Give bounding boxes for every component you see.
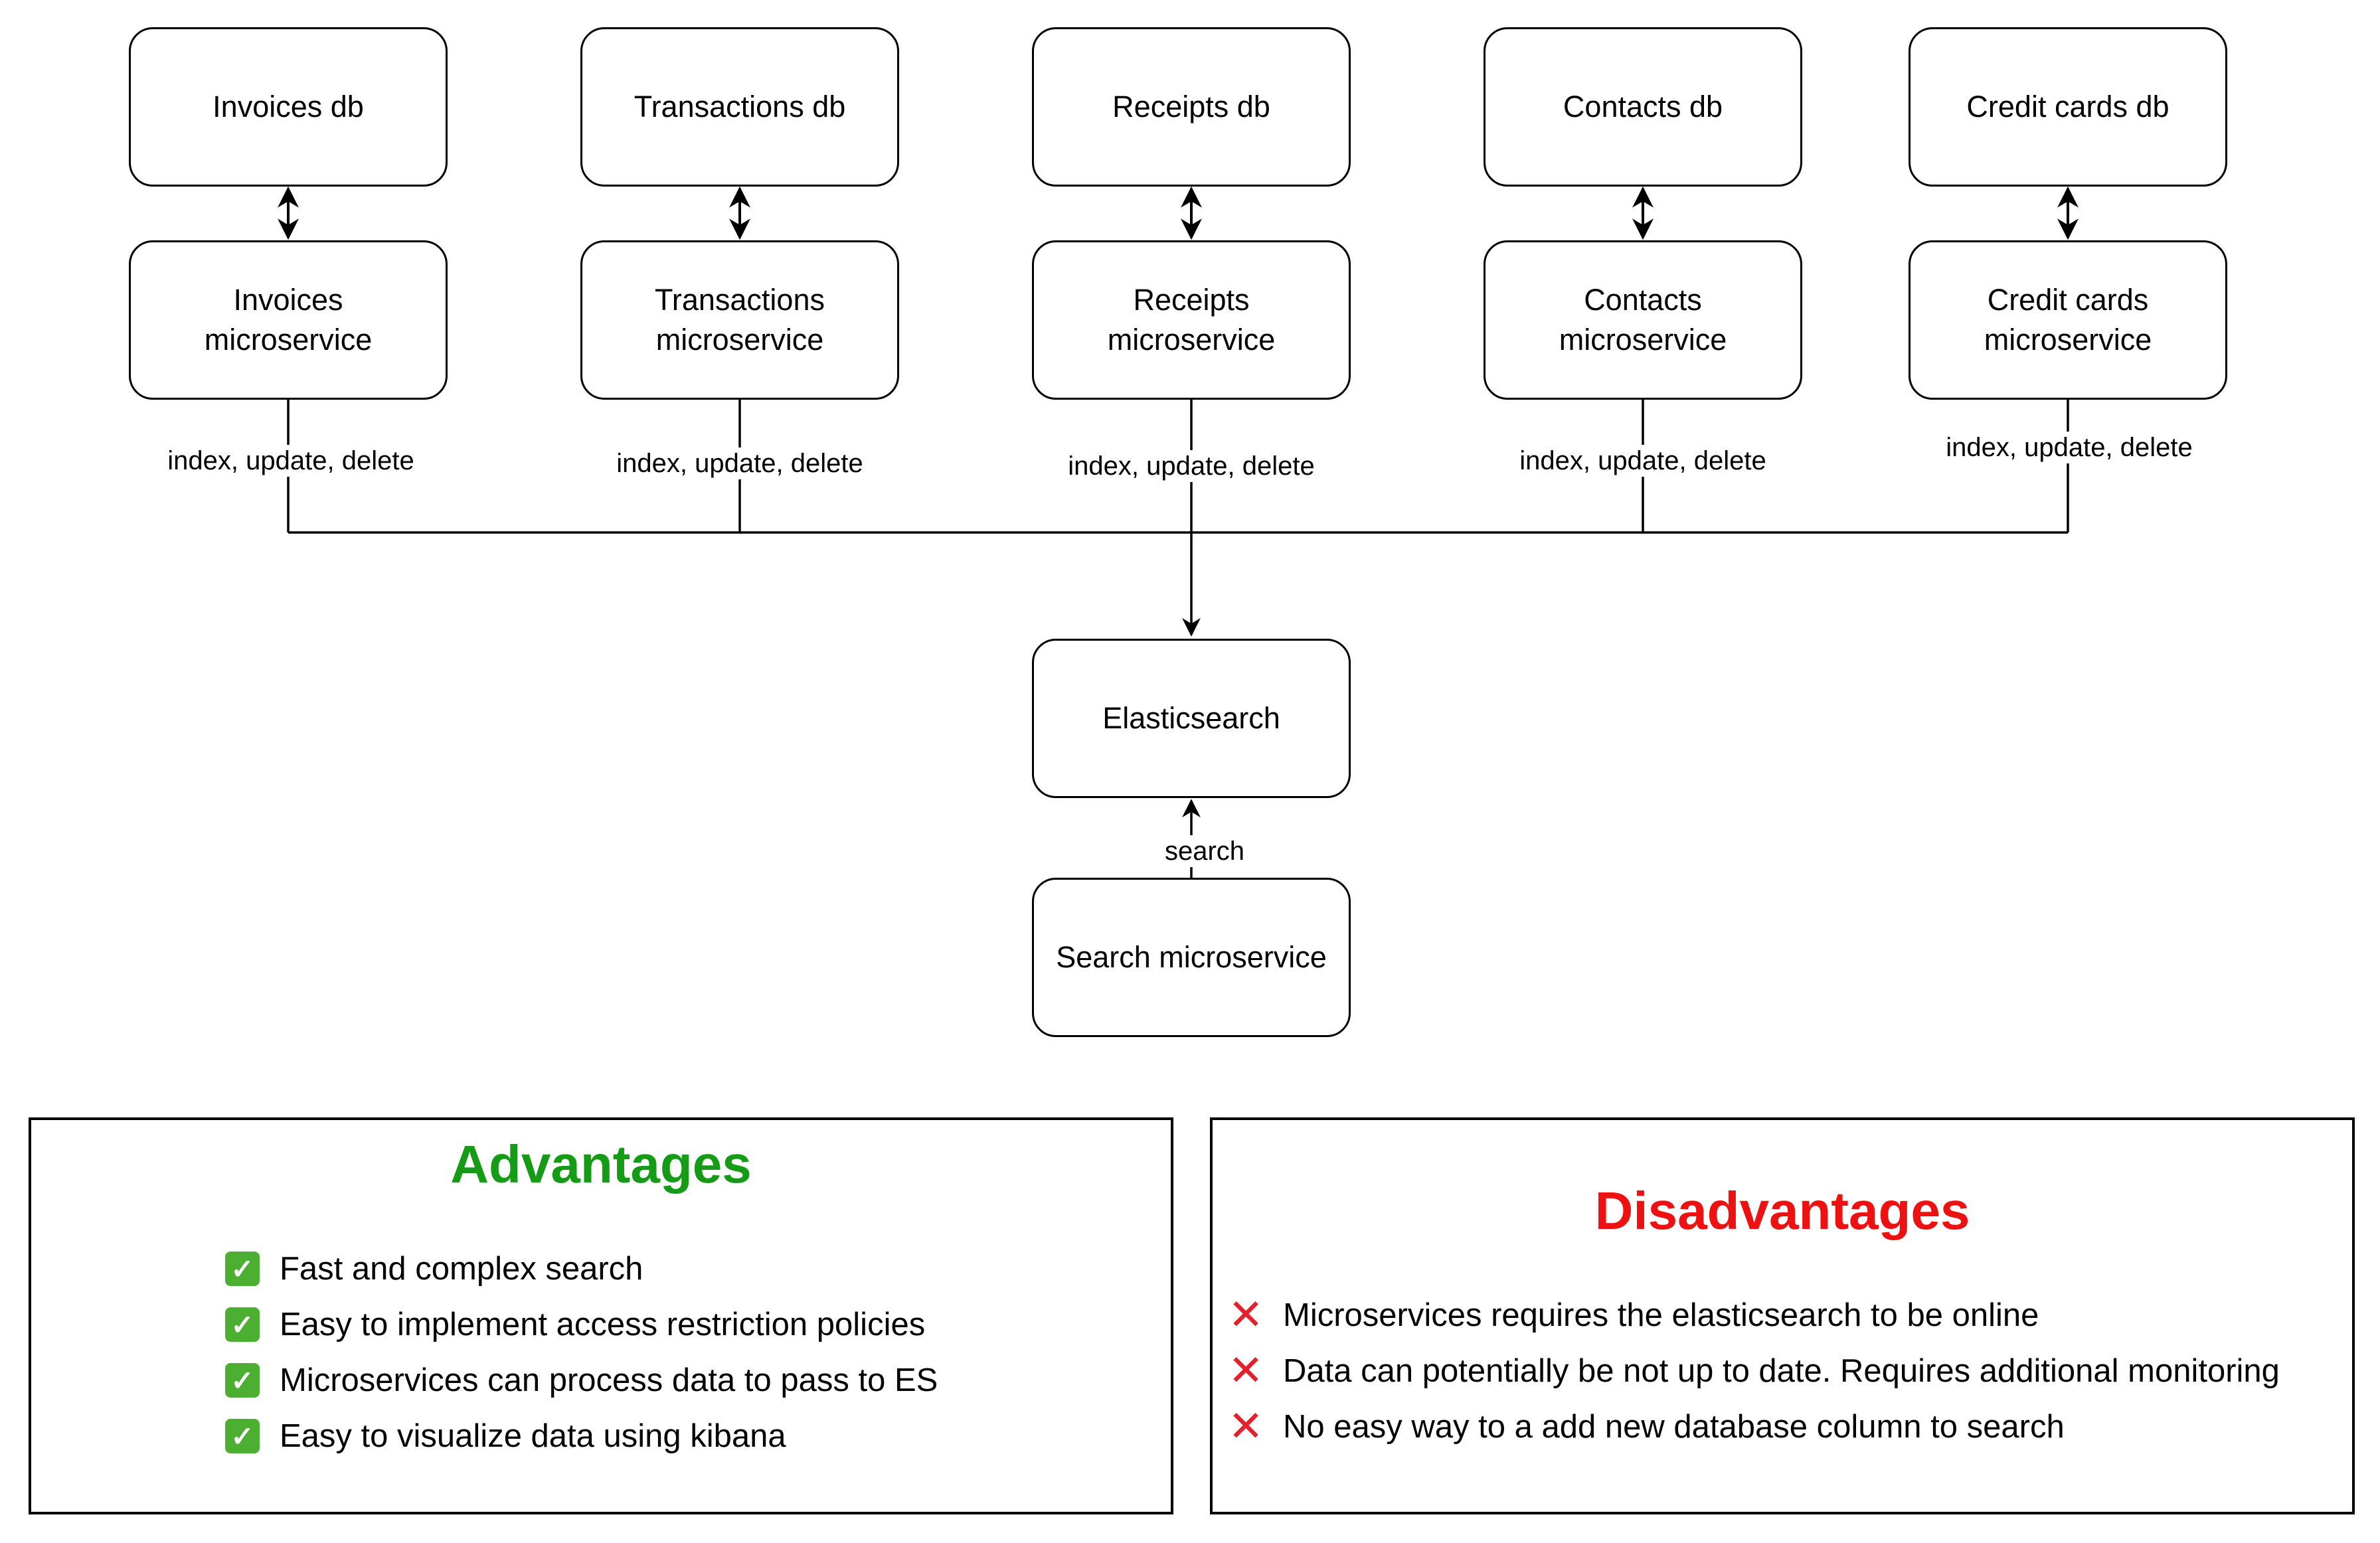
advantages-title: Advantages xyxy=(450,1135,752,1194)
cross-mark-icon: ✕ xyxy=(1228,1291,1264,1340)
check-mark-icon: ✓ xyxy=(225,1252,260,1286)
advantages-item-text: Easy to visualize data using kibana xyxy=(280,1418,786,1454)
receipts-microservice-label: Receipts microservice xyxy=(1107,283,1276,357)
receipts-db-node: Receipts db xyxy=(1032,27,1351,187)
advantages-item: ✓ Microservices can process data to pass … xyxy=(225,1352,938,1408)
disadvantages-panel: Disadvantages ✕ Microservices requires th… xyxy=(1210,1117,2355,1514)
advantages-item-text: Microservices can process data to pass t… xyxy=(280,1362,938,1398)
contacts-db-label: Contacts db xyxy=(1563,90,1723,123)
disadvantages-item: ✕ No easy way to a add new database colum… xyxy=(1227,1399,2280,1455)
disadvantages-item-text: Data can potentially be not up to date. … xyxy=(1283,1353,2280,1389)
edge-label-contacts: index, update, delete xyxy=(1517,445,1769,477)
check-mark-icon: ✓ xyxy=(225,1419,260,1453)
search-microservice-label: Search microservice xyxy=(1056,940,1327,974)
advantages-item: ✓ Fast and complex search xyxy=(225,1241,938,1297)
creditcards-db-node: Credit cards db xyxy=(1909,27,2227,187)
edge-label-receipts: index, update, delete xyxy=(1065,450,1318,482)
edge-label-creditcards: index, update, delete xyxy=(1943,432,2195,463)
advantages-item-text: Easy to implement access restriction pol… xyxy=(280,1307,926,1342)
elasticsearch-label: Elasticsearch xyxy=(1102,701,1280,735)
contacts-microservice-node: Contacts microservice xyxy=(1484,240,1802,400)
disadvantages-list: ✕ Microservices requires the elasticsearc… xyxy=(1227,1287,2280,1455)
receipts-db-label: Receipts db xyxy=(1112,90,1270,123)
advantages-list: ✓ Fast and complex search ✓ Easy to impleme… xyxy=(225,1241,938,1464)
cross-mark-icon: ✕ xyxy=(1228,1346,1264,1396)
invoices-db-node: Invoices db xyxy=(129,27,448,187)
invoices-microservice-label: Invoices microservice xyxy=(204,283,373,357)
disadvantages-title: Disadvantages xyxy=(1594,1181,1970,1240)
invoices-db-label: Invoices db xyxy=(212,90,364,123)
disadvantages-item-text: No easy way to a add new database column… xyxy=(1283,1409,2065,1445)
creditcards-microservice-label: Credit cards microservice xyxy=(1984,283,2152,357)
check-mark-icon: ✓ xyxy=(225,1307,260,1342)
edge-label-invoices: index, update, delete xyxy=(165,445,417,477)
disadvantages-item: ✕ Microservices requires the elasticsearc… xyxy=(1227,1287,2280,1343)
contacts-db-node: Contacts db xyxy=(1484,27,1802,187)
transactions-microservice-label: Transactions microservice xyxy=(655,283,825,357)
receipts-microservice-node: Receipts microservice xyxy=(1032,240,1351,400)
advantages-item-text: Fast and complex search xyxy=(280,1251,643,1287)
search-microservice-node: Search microservice xyxy=(1032,878,1351,1037)
advantages-panel: Advantages ✓ Fast and complex search ✓ Easy… xyxy=(29,1117,1173,1514)
disadvantages-item-text: Microservices requires the elasticsearch… xyxy=(1283,1297,2039,1333)
cross-mark-icon: ✕ xyxy=(1228,1402,1264,1451)
advantages-item: ✓ Easy to visualize data using kibana xyxy=(225,1408,938,1464)
edge-label-search: search xyxy=(1161,835,1248,867)
check-mark-icon: ✓ xyxy=(225,1363,260,1398)
advantages-item: ✓ Easy to implement access restriction po… xyxy=(225,1297,938,1352)
transactions-microservice-node: Transactions microservice xyxy=(580,240,899,400)
invoices-microservice-node: Invoices microservice xyxy=(129,240,448,400)
creditcards-db-label: Credit cards db xyxy=(1966,90,2169,123)
edge-label-transactions: index, update, delete xyxy=(614,447,866,479)
creditcards-microservice-node: Credit cards microservice xyxy=(1909,240,2227,400)
transactions-db-label: Transactions db xyxy=(634,90,846,123)
transactions-db-node: Transactions db xyxy=(580,27,899,187)
elasticsearch-node: Elasticsearch xyxy=(1032,639,1351,798)
contacts-microservice-label: Contacts microservice xyxy=(1559,283,1727,357)
disadvantages-item: ✕ Data can potentially be not up to date.… xyxy=(1227,1343,2280,1399)
